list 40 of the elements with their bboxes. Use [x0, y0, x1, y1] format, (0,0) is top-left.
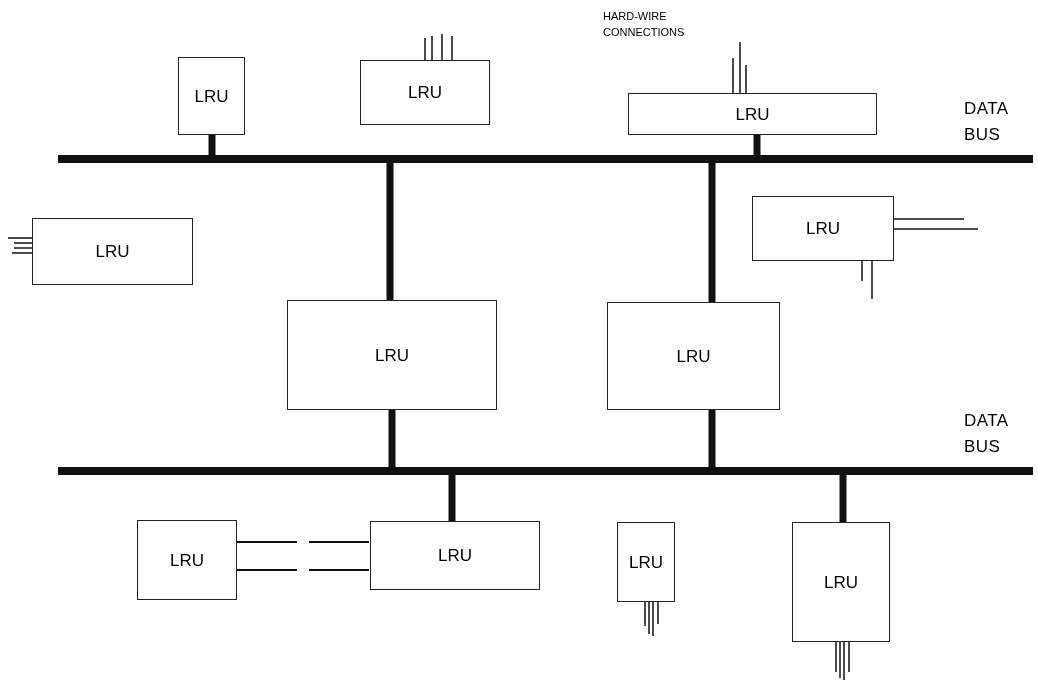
box-label: LRU — [95, 243, 130, 260]
annotation-text: HARD-WIRE CONNECTIONS — [603, 9, 686, 40]
box-label: LRU — [170, 551, 204, 569]
data-bus-bar — [58, 155, 1033, 163]
connector-line — [236, 541, 371, 543]
bus-label: DATA BUS — [964, 410, 1009, 458]
bus-stub-line — [208, 135, 216, 155]
box-label: LRU — [824, 573, 858, 591]
box-label: LRU — [629, 553, 663, 571]
lru-box — [617, 522, 675, 602]
lru-box — [32, 218, 193, 285]
hard-wire-lines — [424, 33, 453, 61]
lru-box — [792, 522, 890, 642]
box-label: LRU — [375, 346, 409, 364]
lru-box — [370, 521, 540, 590]
box-label: LRU — [676, 347, 711, 365]
lru-box — [137, 520, 237, 600]
bus-stub-line — [708, 410, 716, 467]
hard-wire-lines — [861, 260, 873, 300]
connector-line — [236, 569, 371, 571]
bus-label: DATA BUS — [964, 98, 1009, 146]
box-label: LRU — [806, 220, 840, 237]
bus-stub-line — [753, 135, 761, 155]
lru-box — [360, 60, 490, 125]
data-bus-bar — [58, 467, 1033, 475]
bus-stub-line — [388, 410, 396, 467]
lru-box — [607, 302, 780, 410]
hard-wire-lines — [893, 218, 979, 230]
box-label: LRU — [408, 84, 442, 101]
lru-box — [178, 57, 245, 135]
box-label: LRU — [194, 87, 229, 105]
box-label: LRU — [735, 105, 770, 123]
lru-box — [752, 196, 894, 261]
hard-wire-lines — [7, 237, 33, 254]
hard-wire-lines — [732, 41, 747, 94]
hard-wire-lines — [644, 601, 659, 637]
box-label: LRU — [438, 547, 472, 564]
lru-box — [628, 93, 877, 135]
hard-wire-lines — [835, 641, 850, 681]
lru-box — [287, 300, 497, 410]
